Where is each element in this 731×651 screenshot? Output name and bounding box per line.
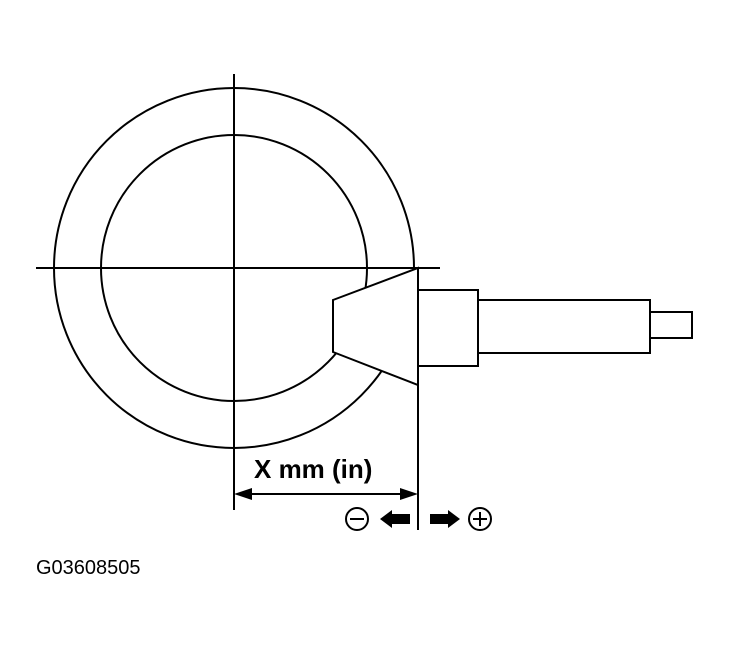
figure-id: G03608505 — [36, 557, 141, 579]
shaft-tip — [649, 311, 693, 339]
dimension-arrow — [234, 488, 418, 500]
pinion-cone — [332, 266, 419, 387]
center-mark — [228, 262, 240, 274]
plus-circle-icon — [468, 507, 492, 531]
dimension-label: X mm (in) — [254, 454, 372, 484]
shaft-collar — [417, 289, 479, 367]
arrow-right-icon — [430, 510, 460, 528]
minus-circle-icon — [345, 507, 369, 531]
arrow-left-icon — [380, 510, 410, 528]
shaft-body — [477, 299, 651, 354]
